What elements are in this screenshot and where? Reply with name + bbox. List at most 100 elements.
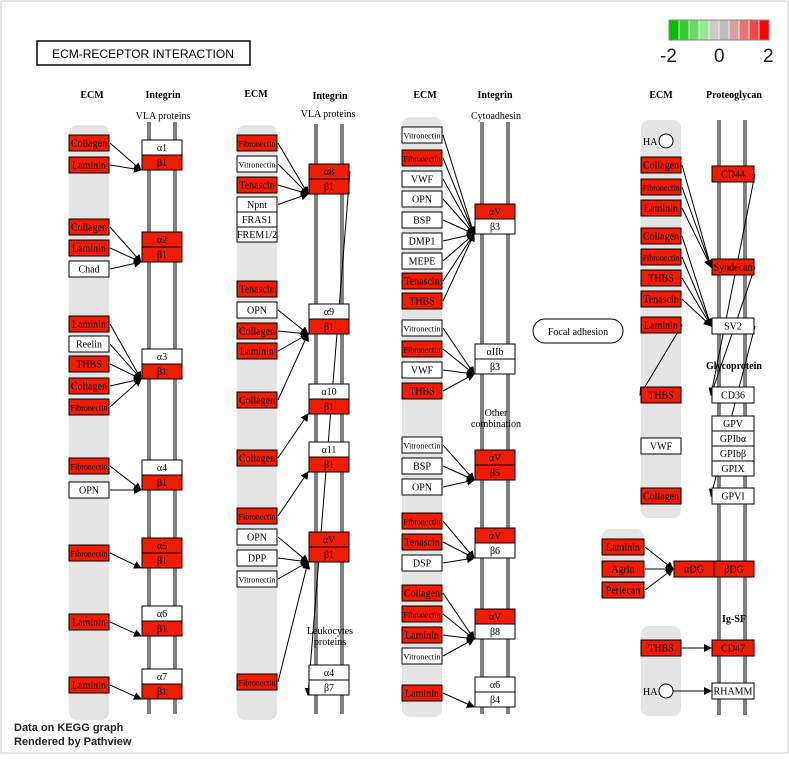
gene-node[interactable]: Collagen — [236, 322, 278, 340]
gene-node[interactable]: Laminin — [68, 239, 110, 257]
gene-node[interactable]: CD47 — [711, 639, 755, 657]
gene-node[interactable]: OPN — [401, 478, 443, 496]
gene-node[interactable]: Tenascin — [236, 176, 278, 194]
gene-node[interactable]: VWF — [401, 361, 443, 379]
gene-node[interactable]: αDG — [673, 560, 715, 578]
gene-node[interactable]: THBS — [68, 355, 110, 373]
gene-node[interactable]: GPIbα — [711, 430, 755, 447]
gene-node[interactable]: OPN — [236, 301, 278, 319]
gene-node[interactable]: Fibronectin — [401, 149, 443, 167]
gene-node[interactable]: αV — [474, 449, 516, 466]
gene-node[interactable]: Vitronectin — [401, 436, 443, 454]
gene-node[interactable]: BSP — [401, 211, 443, 229]
gene-node[interactable]: Laminin — [68, 676, 110, 694]
gene-node[interactable]: Vitronectin — [236, 570, 278, 588]
gene-node[interactable]: α4 — [141, 459, 183, 476]
gene-node[interactable]: Laminin — [401, 626, 443, 644]
gene-node[interactable]: β3 — [474, 218, 516, 235]
gene-node[interactable]: α4 — [308, 664, 350, 681]
gene-node[interactable]: THBS — [640, 386, 682, 404]
gene-node[interactable]: Fibronectin — [68, 544, 110, 562]
gene-node[interactable]: Collagen — [68, 377, 110, 395]
gene-node[interactable]: Npnt — [236, 196, 278, 213]
gene-node[interactable]: GPVI — [711, 487, 755, 505]
gene-node[interactable]: β1 — [141, 474, 183, 491]
gene-node[interactable]: β1 — [141, 552, 183, 569]
gene-node[interactable]: β1 — [308, 456, 350, 473]
gene-node[interactable]: β1 — [141, 620, 183, 637]
gene-node[interactable]: Tenascin — [401, 533, 443, 551]
gene-node[interactable]: CD36 — [711, 386, 755, 404]
gene-node[interactable]: Tenascin — [640, 290, 682, 308]
gene-node[interactable]: MEPE — [401, 252, 443, 270]
gene-node[interactable]: α8 — [308, 163, 350, 180]
gene-node[interactable]: THBS — [640, 269, 682, 287]
gene-node[interactable]: Vitronectin — [401, 319, 443, 337]
gene-node[interactable]: Collagen — [401, 584, 443, 602]
gene-node[interactable]: α2 — [141, 231, 183, 248]
gene-node[interactable]: βDG — [713, 560, 755, 578]
gene-node[interactable]: THBS — [401, 292, 443, 310]
gene-node[interactable]: β4 — [474, 691, 516, 708]
gene-node[interactable]: Vitronectin — [401, 126, 443, 144]
gene-node[interactable]: THBS — [401, 382, 443, 400]
gene-node[interactable]: Vitronectin — [401, 647, 443, 665]
gene-node[interactable]: β1 — [141, 363, 183, 380]
gene-node[interactable]: Fibronectin — [236, 134, 278, 152]
gene-node[interactable]: THBS — [640, 639, 682, 657]
gene-node[interactable]: Collagen — [68, 218, 110, 236]
gene-node[interactable]: Collagen — [640, 487, 682, 505]
gene-node[interactable]: Fibronectin — [68, 457, 110, 475]
gene-node[interactable]: OPN — [68, 481, 110, 499]
gene-node[interactable]: FREM1/2 — [236, 226, 278, 243]
gene-node[interactable]: Laminin — [236, 342, 278, 360]
gene-node[interactable]: Fibronectin — [640, 248, 682, 266]
gene-node[interactable]: VWF — [401, 170, 443, 188]
gene-node[interactable]: Fibronectin — [68, 398, 110, 416]
gene-node[interactable]: Collagen — [236, 391, 278, 409]
gene-node[interactable]: Collagen — [640, 227, 682, 245]
gene-node[interactable]: GPIbβ — [711, 445, 755, 462]
gene-node[interactable]: β1 — [308, 398, 350, 415]
gene-node[interactable]: Collagen — [68, 134, 110, 152]
gene-node[interactable]: αV — [474, 527, 516, 544]
gene-node[interactable]: OPN — [236, 528, 278, 546]
gene-node[interactable]: SV2 — [711, 317, 755, 335]
gene-node[interactable]: Laminin — [68, 156, 110, 174]
gene-node[interactable]: GPV — [711, 415, 755, 432]
gene-node[interactable]: RHAMM — [711, 682, 755, 700]
gene-node[interactable]: αV — [308, 531, 350, 548]
gene-node[interactable]: αIIb — [474, 343, 516, 360]
focal-adhesion-link[interactable] — [532, 318, 624, 344]
gene-node[interactable]: Fibronectin — [401, 340, 443, 358]
gene-node[interactable]: Tenascin — [236, 280, 278, 298]
gene-node[interactable]: β1 — [141, 246, 183, 263]
gene-node[interactable]: αV — [474, 608, 516, 625]
gene-node[interactable]: Syndecan — [711, 258, 755, 276]
gene-node[interactable]: β5 — [474, 464, 516, 481]
gene-node[interactable]: Fibronectin — [236, 507, 278, 525]
gene-node[interactable]: Fibronectin — [236, 673, 278, 691]
gene-node[interactable]: Laminin — [640, 316, 682, 334]
gene-node[interactable]: BSP — [401, 457, 443, 475]
gene-node[interactable]: β1 — [308, 178, 350, 195]
gene-node[interactable]: α1 — [141, 139, 183, 156]
gene-node[interactable]: β6 — [474, 542, 516, 559]
gene-node[interactable]: Agrin — [601, 560, 645, 578]
gene-node[interactable]: CD44 — [711, 165, 755, 183]
gene-node[interactable]: α7 — [141, 668, 183, 685]
gene-node[interactable]: HA — [643, 133, 674, 149]
gene-node[interactable]: αV — [474, 203, 516, 220]
gene-node[interactable]: Collagen — [640, 156, 682, 174]
gene-node[interactable]: Tenascin — [401, 272, 443, 290]
gene-node[interactable]: β1 — [308, 318, 350, 335]
gene-node[interactable]: Fibronectin — [401, 605, 443, 623]
gene-node[interactable]: Laminin — [68, 613, 110, 631]
gene-node[interactable]: Laminin — [401, 684, 443, 702]
gene-node[interactable]: Laminin — [68, 315, 110, 333]
gene-node[interactable]: α6 — [141, 605, 183, 622]
gene-node[interactable]: Vitronectin — [236, 155, 278, 173]
gene-node[interactable]: Chad — [68, 260, 110, 278]
gene-node[interactable]: HA — [643, 683, 674, 699]
gene-node[interactable]: DMP1 — [401, 232, 443, 250]
